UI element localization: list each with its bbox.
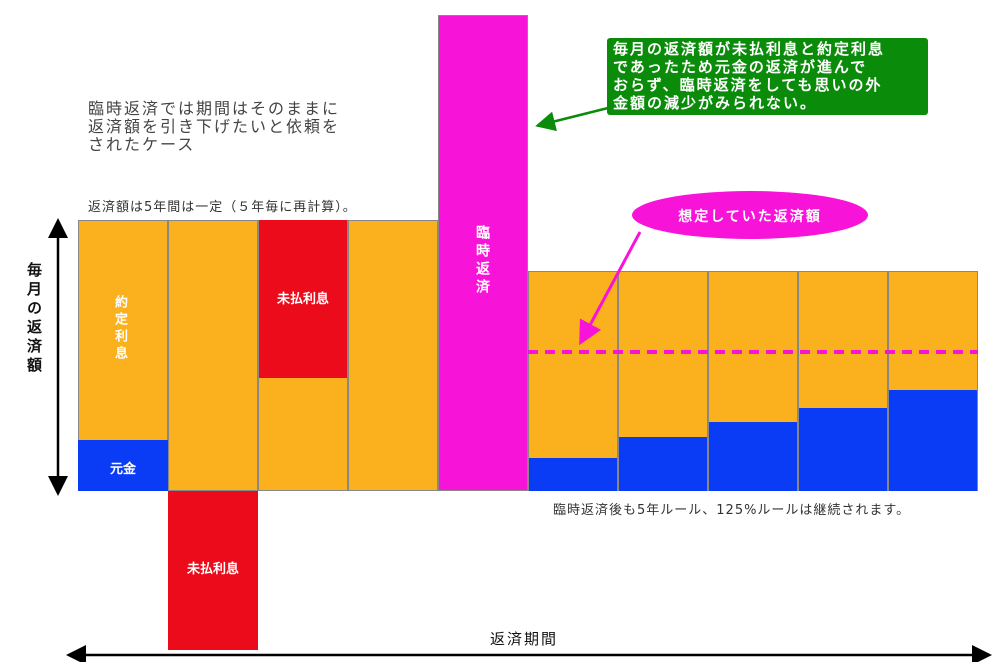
unpaid-interest-label: 未払利息	[186, 562, 239, 577]
intro-line: 臨時返済では期間はそのままに	[88, 99, 341, 118]
bar-9-principal	[889, 390, 977, 491]
y-axis-label: 毎月の返済額	[25, 262, 43, 376]
callout-line: おらず、臨時返済をしても思いの外	[613, 76, 883, 94]
bar-7-principal	[709, 422, 797, 491]
bar-6-principal	[619, 437, 707, 491]
bar-5-principal	[529, 458, 617, 491]
intro-line: 返済額を引き下げたいと依頼を	[88, 117, 341, 136]
bar-3-unpaid-interest	[259, 220, 347, 378]
fixed-note: 返済額は5年間は一定（５年毎に再計算）。	[88, 200, 357, 215]
bar-4	[348, 220, 438, 491]
unpaid-interest-label: 未払利息	[276, 292, 329, 307]
green-callout-arrow	[535, 106, 609, 132]
bar-8-principal	[799, 408, 887, 491]
bar-1-principal	[78, 440, 168, 491]
callout-line: 金額の減少がみられない。	[613, 94, 818, 112]
prepayment-bar	[438, 15, 528, 491]
bar-2	[168, 220, 258, 491]
bar-1-contract-interest	[78, 220, 168, 441]
x-axis-label: 返済期間	[490, 630, 559, 648]
expected-payment-label: 想定していた返済額	[678, 209, 822, 225]
expected-payment-bubble	[632, 191, 868, 239]
bar-5	[528, 271, 618, 491]
green-callout: 毎月の返済額が未払利息と約定利息 であったため元金の返済が進んで おらず、臨時返…	[607, 38, 928, 115]
callout-line: 毎月の返済額が未払利息と約定利息	[613, 40, 886, 58]
contract-interest-label: 約定利息	[112, 295, 127, 363]
prepayment-label: 臨時返済	[474, 225, 490, 297]
callout-line: であったため元金の返済が進んで	[613, 58, 868, 76]
after-note: 臨時返済後も5年ルール、125%ルールは継続されます。	[553, 503, 911, 518]
intro-text: 臨時返済では期間はそのままに 返済額を引き下げたいと依頼を されたケース	[88, 100, 340, 154]
intro-line: されたケース	[88, 135, 196, 154]
pink-callout-arrow	[579, 231, 642, 346]
bar-2-unpaid-interest	[168, 491, 258, 650]
principal-label: 元金	[109, 462, 136, 477]
